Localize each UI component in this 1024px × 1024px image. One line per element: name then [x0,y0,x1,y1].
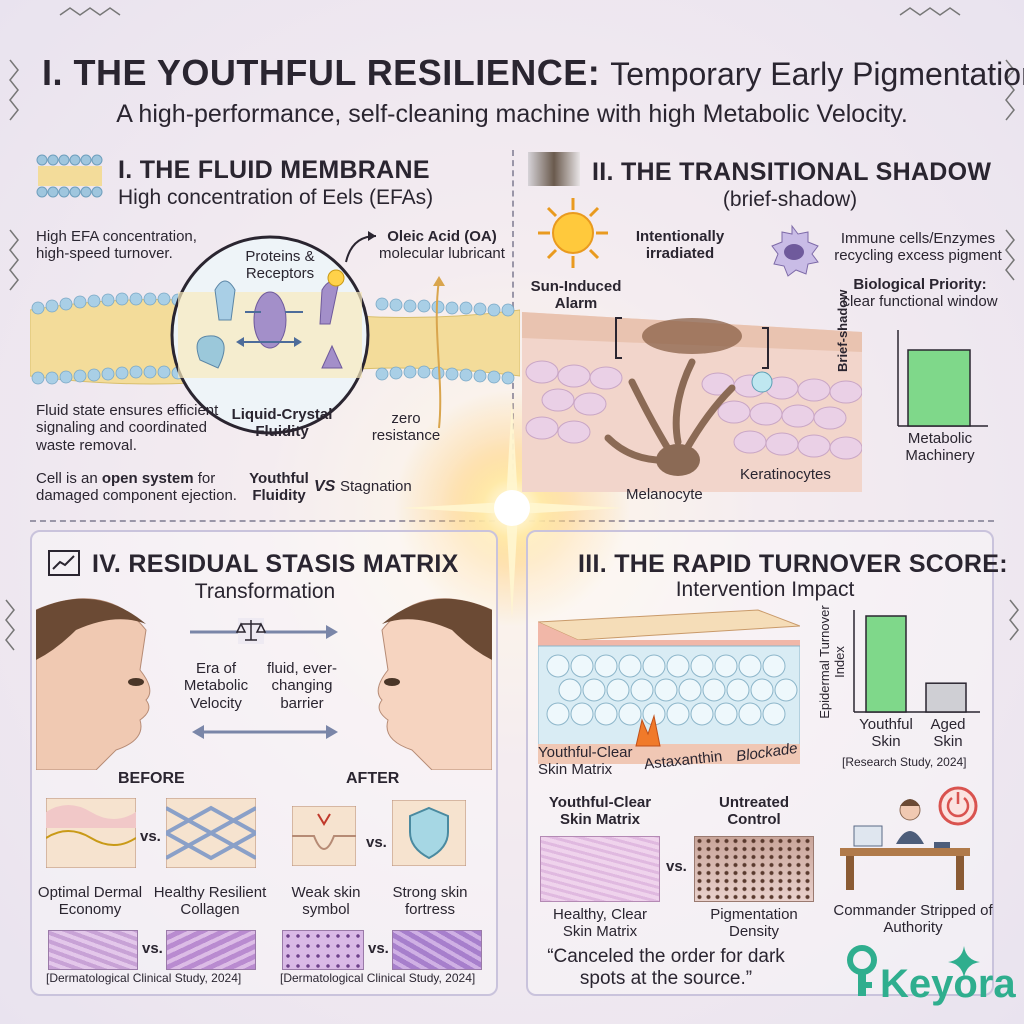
sparkle-icon [948,946,980,978]
title-light: Temporary Early Pigmentation [610,56,1024,92]
chart-trend-icon [48,550,80,576]
commander-label: Commander Stripped of Authority [833,902,993,937]
citation-right: [Dermatological Clinical Study, 2024] [280,971,476,985]
caption-right: Pigmentation Density [710,906,798,941]
optimal-label: Optimal Dermal Economy [37,884,143,919]
chart2-tick-youthful: Youthful Skin [859,716,913,751]
stagnation-label: Stagnation [340,478,412,495]
upward-arrow [433,276,445,429]
title-bold: I. THE YOUTHFUL RESILIENCE: [42,52,601,93]
panel1-heading: I. THE FLUID MEMBRANE [118,156,430,184]
vs-label-a: vs. [140,828,161,845]
oleic-bold: Oleic Acid (OA) [387,228,497,245]
scale-arrow-icon [190,618,338,644]
quote-text: “Canceled the order for dark spots at th… [547,946,785,989]
skin-matrix-block [538,609,800,764]
histology-before-b [166,930,256,970]
chart1-bar [907,349,971,427]
oleic-label: Oleic Acid (OA) molecular lubricant [372,228,512,263]
vs-label-d: vs. [368,940,389,957]
commander-illustration [840,786,978,890]
membrane-zoom-circle [170,235,370,435]
sun-icon [538,198,608,268]
shield-icon [392,800,466,866]
weak-skin-thumb [292,806,356,866]
immune-label: Immune cells/Enzymes recycling excess pi… [834,230,1002,265]
double-arrow [192,725,338,739]
pigment-histology [694,836,814,902]
melanocyte-label: Melanocyte [626,486,703,503]
shadow-gradient-icon [528,152,580,186]
healthy-collagen-label: Healthy Resilient Collagen [153,884,267,919]
citation-left: [Dermatological Clinical Study, 2024] [46,971,242,985]
intentionally-label: Intentionally irradiated [635,228,725,263]
efa-note: High EFA concentration, high-speed turno… [36,228,197,263]
face-after [377,598,492,770]
fluidity-label: Liquid-Crystal Fluidity [231,406,333,441]
zero-resistance-label: zero resistance [371,410,441,445]
histology-before-a [48,930,138,970]
histology-after-b [392,930,482,970]
vs-label-c: vs. [142,940,163,957]
sun-alarm-label: Sun-Induced Alarm [530,278,622,313]
histology-after-a [282,930,364,970]
collagen-thumb [166,798,256,868]
after-label: AFTER [346,770,400,787]
keratinocytes-label: Keratinocytes [740,466,831,483]
col-left-label: Youthful-Clear Skin Matrix [548,794,652,829]
chart2-bar-aged [925,682,967,713]
vs-label-panel1: VS [314,478,336,495]
skin-tissue-illustration [522,312,862,492]
weak-skin-label: Weak skin symbol [291,884,361,919]
chart1-plot [897,330,988,427]
chart2-tick-aged: Aged Skin [930,716,966,751]
chart2-bar-youthful [865,615,907,713]
fluid-barrier-label: fluid, ever-changing barrier [266,660,338,712]
page-title: I. THE YOUTHFUL RESILIENCE: Temporary Ea… [42,52,1024,93]
panel3-heading: III. THE RAPID TURNOVER SCORE: [578,550,1008,578]
vs-label-b: vs. [366,834,387,851]
panel4-subheading: Transformation [194,580,336,603]
membrane-icon [36,154,103,198]
caption-left: Healthy, Clear Skin Matrix [553,906,647,941]
before-label: BEFORE [118,770,185,787]
chart2-plot [853,610,980,713]
keyora-logo: Keyora [880,962,1016,1006]
panel2-subheading: (brief-shadow) [722,188,858,211]
fluid-state-note: Fluid state ensures efficient signaling … [36,402,219,454]
chart1-ylabel: Brief-shadow [835,289,850,372]
priority-label: Biological Priority: clear functional wi… [842,276,998,311]
proteins-label: Proteins & Receptors [245,248,315,283]
vs-label-e: vs. [666,858,687,875]
strong-skin-label: Strong skin fortress [392,884,468,919]
page-subtitle: A high-performance, self-cleaning machin… [116,100,908,128]
era-label: Era of Metabolic Velocity [183,660,249,712]
chart1-xlabel: Metabolic Machinery [905,430,975,465]
oleic-arrow [345,231,377,263]
dermal-economy-thumb [46,798,136,868]
matrix-label: Youthful-Clear Skin Matrix [538,744,633,779]
face-before [36,598,151,770]
panel3-subheading: Intervention Impact [675,578,855,601]
oleic-note: molecular lubricant [379,245,505,263]
panel2-heading: II. THE TRANSITIONAL SHADOW [592,158,992,186]
clear-skin-histology [540,836,660,902]
col-right-label: Untreated Control [718,794,789,829]
chart2-ylabel: Epidermal Turnover Index [817,605,847,719]
panel4-heading: IV. RESIDUAL STASIS MATRIX [92,550,459,578]
keyora-key-icon [847,945,877,996]
panel1-subheading: High concentration of Eels (EFAs) [118,186,434,209]
immune-cell-icon [771,224,819,277]
research-citation: [Research Study, 2024] [842,755,967,769]
youthful-fluidity-label: Youthful Fluidity [249,470,309,505]
open-system-note: Cell is an open system for damaged compo… [36,470,237,505]
